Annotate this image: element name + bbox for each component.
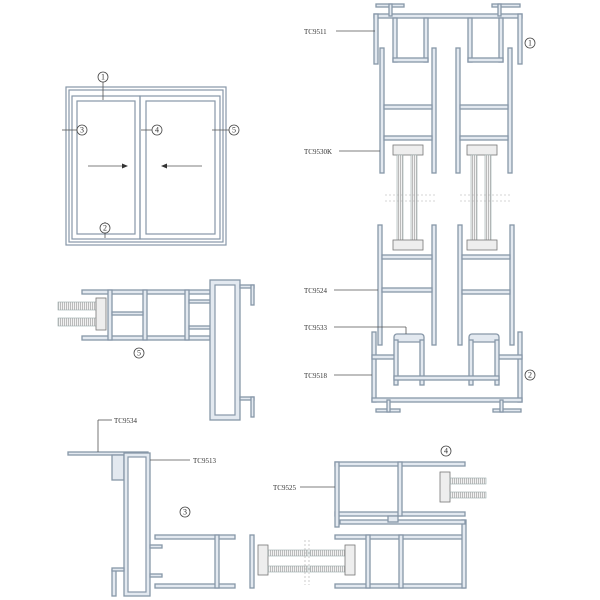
svg-text:2: 2 bbox=[103, 224, 107, 233]
label-tc9533: TC9533 bbox=[304, 324, 327, 332]
svg-text:4: 4 bbox=[444, 447, 448, 456]
callout-5-section: 5 bbox=[133, 347, 145, 359]
vertical-section: TC9511 TC9530K TC9524 TC9533 TC9518 1 2 bbox=[304, 3, 536, 413]
label-tc9524: TC9524 bbox=[304, 287, 327, 295]
svg-text:3: 3 bbox=[183, 508, 187, 517]
callout-3-elevation: 3 bbox=[76, 124, 88, 136]
horizontal-section: TC9534 TC9513 TC9525 3 4 bbox=[67, 417, 487, 597]
upper-sash-right bbox=[455, 47, 513, 251]
section-5-interlock: 5 bbox=[57, 279, 255, 421]
label-tc9511: TC9511 bbox=[304, 28, 327, 36]
svg-text:1: 1 bbox=[528, 39, 532, 48]
callout-2-elevation: 2 bbox=[99, 222, 111, 234]
svg-text:5: 5 bbox=[137, 349, 141, 358]
callout-2-section: 2 bbox=[524, 369, 536, 381]
callout-4-elevation: 4 bbox=[151, 124, 163, 136]
svg-text:3: 3 bbox=[80, 126, 84, 135]
svg-text:2: 2 bbox=[528, 371, 532, 380]
callout-5-elevation: 5 bbox=[228, 124, 240, 136]
callout-4-section: 4 bbox=[440, 445, 452, 457]
label-tc9534: TC9534 bbox=[114, 417, 137, 425]
upper-sash-left bbox=[379, 47, 437, 251]
svg-text:5: 5 bbox=[232, 126, 236, 135]
callout-3-section: 3 bbox=[179, 506, 191, 518]
window-elevation: 1 3 4 5 2 bbox=[62, 71, 240, 246]
label-tc9525: TC9525 bbox=[273, 484, 296, 492]
label-tc9518: TC9518 bbox=[304, 372, 327, 380]
callout-1-elevation: 1 bbox=[97, 71, 109, 83]
label-tc9513: TC9513 bbox=[193, 457, 216, 465]
svg-text:1: 1 bbox=[101, 73, 105, 82]
label-tc9530k: TC9530K bbox=[304, 148, 332, 156]
callout-1-section: 1 bbox=[524, 37, 536, 49]
svg-text:4: 4 bbox=[155, 126, 159, 135]
